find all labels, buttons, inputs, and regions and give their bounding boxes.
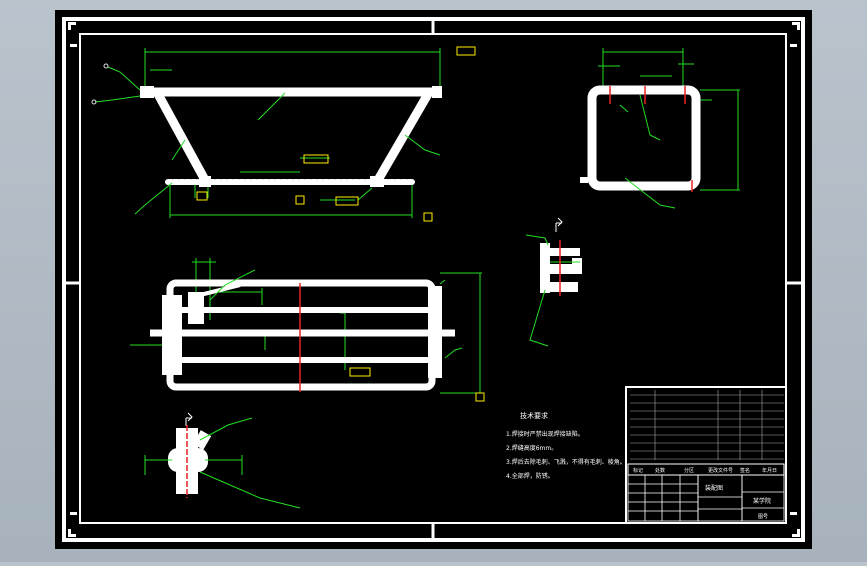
section-detail-b-dims [144,417,301,509]
section-arrow-icon [555,217,563,232]
part-name: 装配图 [705,484,723,492]
top-view-reference-boxes [349,367,485,402]
front-view-brackets [140,86,442,187]
part-balloon-icon [91,63,109,105]
top-view-leaders [209,269,463,359]
front-view-leaders [94,66,441,215]
frame-corner-marks [68,22,800,537]
header-cell: 分区 [684,467,694,474]
note-line: 4.全部焊，防锈。 [506,472,554,480]
title-block-header-cells: 标记 处数 分区 更改文件号 签名 年月日 [633,467,777,474]
signature-grid [627,474,785,522]
section-detail-b [144,412,301,509]
note-line: 2.焊缝高度6mm。 [506,444,557,452]
header-cell: 标记 [633,467,643,474]
note-line: 1.焊接时严禁出现焊接缺陷。 [506,430,584,438]
reference-boxes [196,46,476,222]
sheet-number: 图号 [758,514,768,520]
notes-title: 技术要求 [520,411,548,420]
title-block: 标记 处数 分区 更改文件号 签名 年月日 装配图 某学院 图号 [625,386,787,524]
header-cell: 更改文件号 [708,467,733,474]
top-view-hubs [162,286,442,378]
technical-notes: 技术要求 1.焊接时严禁出现焊接缺陷。 2.焊缝高度6mm。 3.焊后去除毛刺、… [506,411,626,480]
header-cell: 年月日 [762,467,777,474]
section-detail-leaders [525,234,580,347]
section-arrow-icon [185,412,193,426]
side-view-centerlines [609,86,693,192]
side-view-dimensions [598,48,740,191]
side-view-frame [587,85,701,191]
note-line: 3.焊后去除毛刺、飞溅，不得有毛刺、棱角。 [506,458,626,466]
side-view-leaders [619,94,676,209]
school-name: 某学院 [753,497,771,505]
title-block-frame [625,386,787,524]
header-cell: 签名 [740,467,750,474]
section-detail-body [540,243,582,293]
frame-centering-marks [64,19,803,540]
parts-list [630,390,784,460]
side-view [580,48,740,209]
front-view [91,46,476,222]
side-view-bolt [580,177,588,183]
top-view [130,258,485,402]
section-detail-a [525,217,582,347]
header-cell: 处数 [655,467,665,474]
